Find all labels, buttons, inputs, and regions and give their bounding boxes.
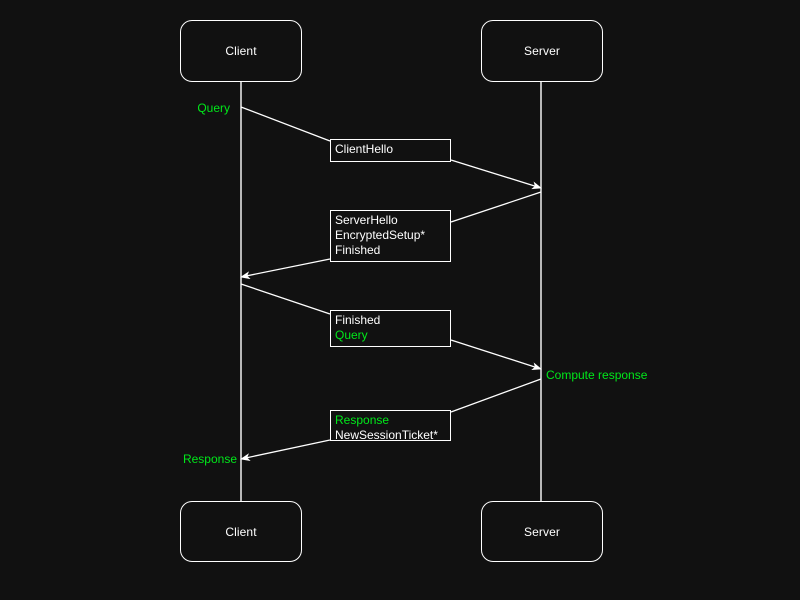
actor-box-client-bottom[interactable]: Client: [180, 501, 302, 562]
arrow-server-response-seg2: [240, 439, 331, 462]
note-compute-response: Compute response: [546, 368, 648, 382]
message-line: Finished: [335, 313, 381, 327]
message-box-client-finished[interactable]: Finished Query: [330, 310, 451, 347]
message-line: NewSessionTicket*: [335, 428, 438, 442]
message-box-server-hello[interactable]: ServerHello EncryptedSetup* Finished: [330, 210, 451, 262]
arrow-client-hello-seg2: [450, 159, 542, 190]
actor-label-client-top: Client: [225, 44, 257, 58]
message-line: Finished: [335, 243, 381, 257]
actor-box-server-bottom[interactable]: Server: [481, 501, 603, 562]
note-response: Response: [182, 452, 237, 466]
actor-box-client-top[interactable]: Client: [180, 20, 302, 82]
note-query: Query: [197, 101, 230, 115]
actor-box-server-top[interactable]: Server: [481, 20, 603, 82]
arrow-client-finished-seg1: [240, 283, 331, 315]
message-box-client-hello[interactable]: ClientHello: [330, 139, 451, 162]
arrow-server-hello-seg2: [240, 258, 331, 280]
arrow-server-hello-seg1: [450, 191, 542, 223]
message-box-server-response[interactable]: Response NewSessionTicket*: [330, 410, 451, 442]
message-line: ClientHello: [335, 142, 394, 156]
message-line: Response: [335, 413, 390, 427]
message-line: ServerHello: [335, 213, 398, 227]
message-line: EncryptedSetup*: [335, 228, 426, 242]
actor-label-client-bottom: Client: [225, 524, 257, 539]
message-line: Query: [335, 328, 368, 342]
actor-label-server-top: Server: [524, 44, 560, 58]
actor-label-server-bottom: Server: [524, 524, 560, 539]
arrow-client-finished-seg2: [450, 339, 542, 371]
arrow-client-hello-seg1: [240, 106, 331, 142]
arrow-server-response-seg1: [450, 378, 542, 413]
